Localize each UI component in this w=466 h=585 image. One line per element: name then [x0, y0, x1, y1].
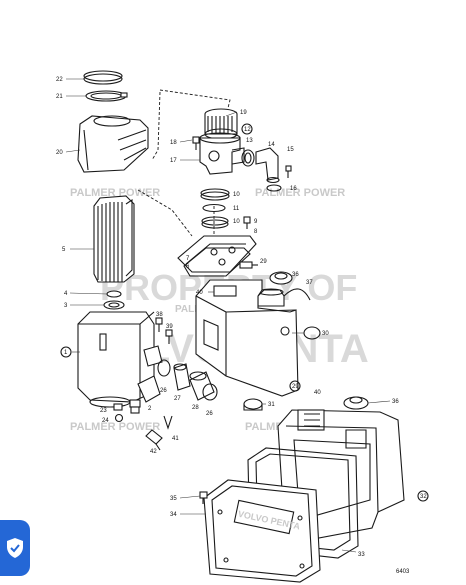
part-label: 32 [420, 494, 427, 500]
part-label: 5 [62, 247, 66, 253]
watermark-palmer-power-1: PALMER POWER [70, 187, 160, 199]
part-label: 19 [240, 110, 247, 116]
part-fitting-29a [239, 261, 258, 269]
shield-check-icon [7, 538, 23, 558]
part-label: 1 [64, 350, 68, 356]
part-label: 12 [244, 127, 251, 133]
part-label: 18 [170, 140, 177, 146]
part-label: 10 [233, 192, 240, 198]
leader-lines [65, 78, 391, 553]
part-label: 35 [170, 496, 177, 502]
part-screw-9 [243, 216, 251, 229]
part-label: 27 [174, 396, 181, 402]
part-labels: 22 21 19 20 18 12 14 15 17 13 16 10 11 1… [56, 77, 429, 558]
part-label: 2 [148, 406, 152, 412]
part-plug-2 [129, 399, 141, 414]
part-cap-36a [269, 271, 293, 285]
part-screw-35 [199, 491, 208, 504]
part-label: 8 [254, 229, 258, 235]
part-ring-10a [200, 188, 230, 201]
part-plate-34 [203, 479, 321, 583]
security-badge[interactable] [0, 520, 30, 576]
part-label: 24 [102, 418, 109, 424]
part-pipe-lower [137, 375, 161, 403]
callout-circle-32 [417, 490, 429, 502]
part-label: 30 [322, 331, 329, 337]
part-cartridge-5 [93, 195, 135, 283]
part-label: 10 [233, 219, 240, 225]
part-clip-41 [163, 415, 173, 430]
part-bolt-39 [165, 329, 173, 344]
part-label: 15 [287, 147, 294, 153]
part-bolt-15 [285, 165, 292, 178]
part-screw-42 [145, 429, 163, 451]
part-ring-22 [83, 70, 123, 85]
part-sleeve-28 [189, 371, 215, 401]
part-ring-26 [157, 359, 171, 377]
part-label: 33 [358, 552, 365, 558]
part-label: 26 [206, 411, 213, 417]
part-label: 16 [290, 186, 297, 192]
part-label: 42 [150, 449, 157, 455]
part-label: 39 [166, 324, 173, 330]
part-clamp-21 [85, 90, 128, 102]
part-label: 37 [306, 280, 313, 286]
part-label: 11 [233, 206, 240, 212]
part-label: 21 [56, 94, 63, 100]
part-ring-13 [241, 149, 255, 167]
part-label: 14 [268, 142, 275, 148]
part-nut-23 [113, 403, 123, 411]
part-label: 31 [268, 402, 275, 408]
part-sleeve-27 [173, 363, 191, 391]
part-label: 38 [156, 312, 163, 318]
callout-circle-12 [241, 123, 253, 135]
part-label: 29 [260, 259, 267, 265]
part-label: 17 [170, 158, 177, 164]
part-label: 34 [170, 512, 177, 518]
part-label: 41 [172, 436, 179, 442]
part-label: 3 [64, 303, 68, 309]
part-label: 22 [56, 77, 63, 83]
part-filter-19 [204, 108, 238, 140]
part-label: 29 [292, 384, 299, 390]
part-ring-26b [202, 383, 218, 401]
part-label: 13 [246, 138, 253, 144]
part-label: 36 [292, 272, 299, 278]
part-elbow-14 [255, 147, 280, 184]
part-label: 7 [186, 256, 190, 262]
callout-circle-1 [60, 346, 72, 358]
part-tank-upper [195, 279, 299, 397]
part-bolt-24 [114, 413, 124, 423]
watermark-palmer-power-4: PALMER POWER [70, 421, 160, 433]
part-ring-11 [202, 203, 226, 213]
part-housing-20 [77, 115, 149, 173]
part-housing-1 [77, 311, 155, 408]
watermark-palmer-power-2: PALMER POWER [255, 187, 345, 199]
dashed-guide-mid [137, 189, 193, 237]
part-label: 20 [56, 150, 63, 156]
part-label: 28 [192, 405, 199, 411]
part-label: 9 [254, 219, 258, 225]
part-ring-10b [201, 216, 229, 229]
dashed-guide-left [151, 91, 161, 161]
part-label: 6 [186, 264, 190, 270]
part-label: 23 [100, 408, 107, 414]
dashed-guide-top [159, 89, 231, 109]
part-body-17 [199, 132, 245, 175]
part-cap-36b [343, 396, 369, 410]
part-gasket-6 [183, 247, 251, 277]
part-label: 40 [196, 290, 203, 296]
part-label: 4 [64, 291, 68, 297]
part-bolt-38 [155, 317, 163, 332]
part-label: 40 [314, 390, 321, 396]
callout-circle-29 [289, 380, 301, 392]
page-number: 6403 [396, 569, 410, 575]
part-pipe-26a [143, 345, 163, 367]
part-label: 36 [392, 399, 399, 405]
part-screw-18 [192, 136, 200, 150]
part-disc-31 [243, 398, 263, 411]
part-washer-16 [266, 184, 282, 192]
part-label: 26 [160, 388, 167, 394]
